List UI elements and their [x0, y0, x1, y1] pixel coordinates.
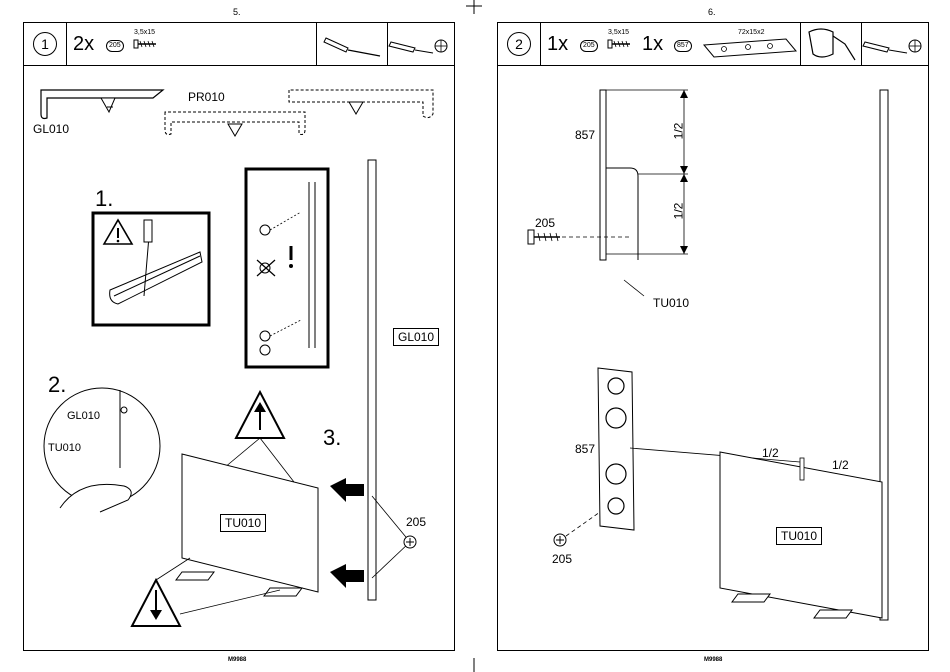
part-code: 205 — [106, 40, 124, 52]
label-half-bottom: 1/2 — [671, 203, 685, 220]
label-857-mid: 857 — [575, 442, 595, 456]
label-857-top: 857 — [575, 128, 595, 142]
part-quantity: 2x — [73, 33, 94, 56]
screw-icon — [608, 39, 632, 49]
step-cell: 1 — [24, 23, 67, 65]
tool-cell-glue — [800, 23, 862, 65]
connector-plate-icon — [702, 37, 798, 61]
power-drill-icon — [389, 26, 453, 62]
tool-cell-screwdriver — [316, 23, 388, 65]
label-tu010-top: TU010 — [653, 296, 689, 310]
screwdriver-icon — [320, 26, 384, 62]
parts-header: 2 1x 205 3,5x15 1x 857 72x15x2 — [498, 23, 928, 66]
label-screw-205-bottom: 205 — [552, 552, 572, 566]
step-number: 2 — [507, 32, 531, 56]
label-screw-205-top: 205 — [535, 216, 555, 230]
screw-icon — [134, 39, 158, 49]
rail-profiles-drawing — [23, 64, 453, 134]
parts-header: 1 2x 205 3,5x15 — [24, 23, 454, 66]
page-number-left: 5. — [233, 7, 241, 17]
label-gl010-detail: GL010 — [67, 410, 100, 422]
label-half-right: 1/2 — [832, 458, 849, 472]
glue-tube-icon — [803, 24, 859, 64]
label-screw-205: 205 — [406, 515, 426, 529]
substep-warning-detail-box — [245, 168, 329, 370]
plate-placement-drawing — [520, 84, 820, 314]
part-code-plate: 857 — [674, 40, 692, 52]
tool-cell-drill — [860, 23, 928, 65]
part-quantity-plate: 1x — [642, 33, 663, 56]
step-cell: 2 — [498, 23, 541, 65]
label-tu010-detail: TU010 — [48, 442, 81, 454]
screw-size: 3,5x15 — [608, 29, 629, 36]
panel-assembly-drawing — [120, 382, 420, 632]
footer-code-left: M9988 — [228, 657, 246, 663]
tool-cell-drill — [386, 23, 454, 65]
step-number: 1 — [33, 32, 57, 56]
screw-size: 3,5x15 — [134, 29, 155, 36]
plate-size: 72x15x2 — [738, 29, 764, 36]
label-tu010-boxed: TU010 — [776, 527, 822, 545]
panel-plate-drawing — [520, 362, 900, 632]
label-tu010-boxed: TU010 — [220, 514, 266, 532]
page-number-right: 6. — [708, 7, 716, 17]
power-drill-icon — [863, 26, 927, 62]
substep-3-number: 3. — [323, 425, 341, 451]
part-code-screw: 205 — [580, 40, 598, 52]
label-half-top: 1/2 — [671, 123, 685, 140]
label-gl010: GL010 — [33, 122, 69, 136]
part-quantity-screw: 1x — [547, 33, 568, 56]
label-pr010: PR010 — [188, 90, 225, 104]
footer-code-right: M9988 — [704, 657, 722, 663]
substep-1-detail-box — [92, 212, 210, 326]
label-half-left: 1/2 — [762, 446, 779, 460]
substep-1-number: 1. — [95, 186, 113, 212]
label-gl010-boxed: GL010 — [393, 328, 439, 346]
